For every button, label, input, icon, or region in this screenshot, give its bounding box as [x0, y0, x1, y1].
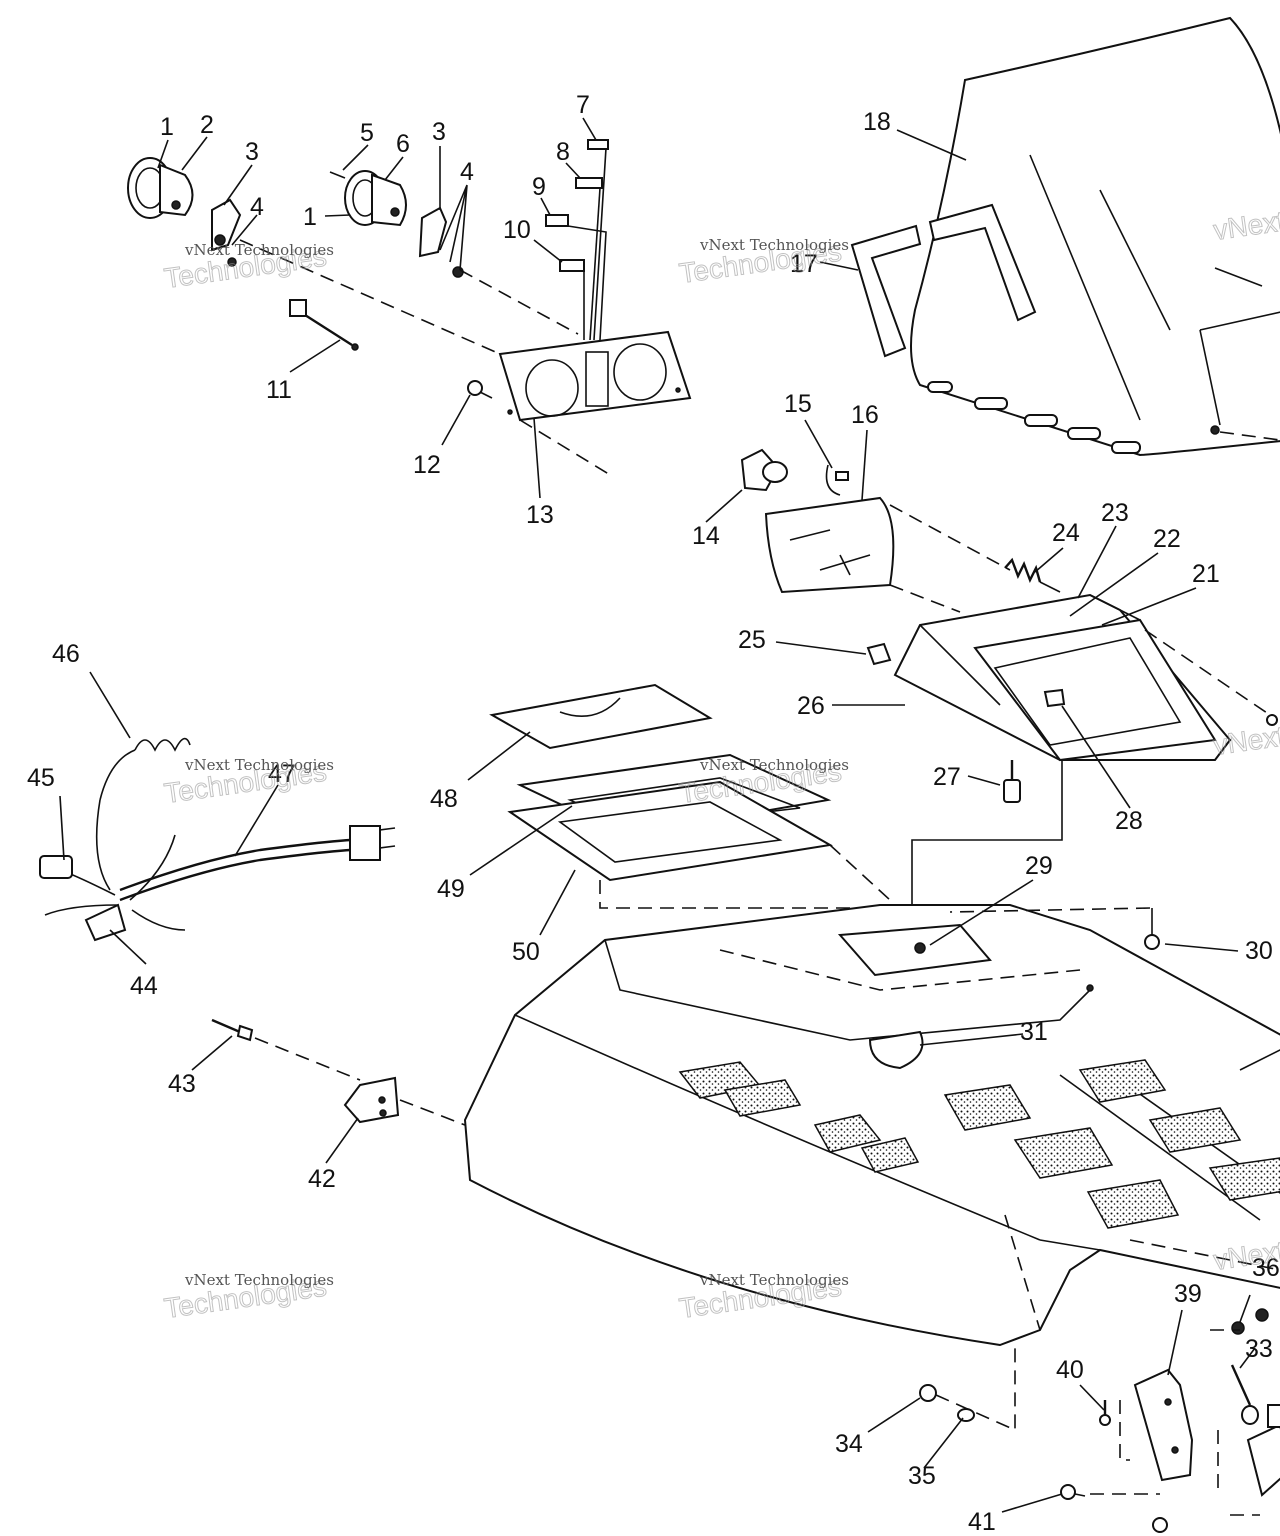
part-label: 2: [200, 111, 214, 139]
part-label: 23: [1101, 499, 1129, 527]
watermark-text: vNext Technologies: [699, 1271, 849, 1289]
part-label: 7: [576, 91, 590, 119]
part-label: 26: [797, 692, 825, 720]
nut-36: [1231, 1308, 1269, 1335]
pad-48: [489, 683, 713, 750]
part-label: 47: [268, 760, 296, 788]
watermark-text: vNext Technologies: [184, 756, 334, 774]
part-label: 8: [556, 138, 570, 166]
part-label: 6: [396, 130, 410, 158]
hood: [463, 904, 1280, 1347]
part-label: 4: [460, 158, 474, 186]
part-label: 27: [933, 763, 961, 791]
part-label: 36: [1252, 1254, 1280, 1282]
screw-12: [467, 380, 493, 399]
watermark: Technologies vNext Technologies: [677, 235, 849, 289]
part-label: 16: [851, 401, 879, 429]
part-label: 25: [738, 626, 766, 654]
part-label: 50: [512, 938, 540, 966]
part-label: 5: [360, 119, 374, 147]
part-label: 28: [1115, 807, 1143, 835]
part-label: 31: [1020, 1018, 1048, 1046]
part-label: 48: [430, 785, 458, 813]
frame-50: [507, 780, 833, 882]
nut-34: [919, 1384, 937, 1402]
headlight-housing: [893, 593, 1232, 762]
part-label: 17: [790, 250, 818, 278]
part-label: 1: [303, 203, 317, 231]
part-label: 21: [1192, 560, 1220, 588]
bulb-14: [740, 448, 788, 492]
part-label: 35: [908, 1462, 936, 1490]
part-label: 29: [1025, 852, 1053, 880]
part-label: 24: [1052, 519, 1080, 547]
watermark-text: vNext Technologies: [184, 241, 334, 259]
part-label: 12: [413, 451, 441, 479]
instrument-panel: [498, 330, 692, 422]
part-label: 10: [503, 216, 531, 244]
part-label: 49: [437, 875, 465, 903]
bracket-42: [343, 1076, 400, 1124]
part-label: 1: [160, 113, 174, 141]
part-label: 42: [308, 1165, 336, 1193]
part-label: 46: [52, 640, 80, 668]
part-label: 22: [1153, 525, 1181, 553]
watermark: Technologies vNext Technologies: [162, 755, 334, 809]
part-label: 3: [432, 118, 446, 146]
watermark-text: vNext Technologies: [699, 756, 849, 774]
part-label: 18: [863, 108, 891, 136]
part-label: 3: [245, 138, 259, 166]
bracket-39: [1133, 1368, 1194, 1482]
latch-33: [1230, 1364, 1280, 1497]
part-label: 13: [526, 501, 554, 529]
indicator-bulbs: [545, 139, 609, 341]
part-label: 44: [130, 972, 158, 1000]
rivet-43: [211, 1018, 254, 1042]
screw-41: [1060, 1484, 1086, 1500]
part-label: 14: [692, 522, 720, 550]
part-label: 41: [968, 1508, 996, 1536]
watermark: Technologies vNext Technologies: [162, 1270, 334, 1324]
sender-11: [289, 299, 359, 351]
part-label: 45: [27, 764, 55, 792]
screw-40: [1099, 1400, 1111, 1426]
right-gauge-assembly: [329, 170, 464, 278]
watermark-text: vNext Technologies: [699, 236, 849, 254]
spring-24: [1004, 557, 1042, 583]
washer-35: [957, 1408, 975, 1422]
part-label: 4: [250, 193, 264, 221]
part-label: 33: [1245, 1335, 1273, 1363]
part-label: 11: [266, 376, 292, 404]
headlight-16: [764, 464, 895, 594]
part-label: 30: [1245, 937, 1273, 965]
watermark-text: vNext Technologies: [184, 1271, 334, 1289]
watermark-corner: vNext: [1211, 720, 1280, 762]
wiring-harness: [39, 737, 396, 942]
part-label: 34: [835, 1430, 863, 1458]
bolt-27: [1003, 760, 1021, 803]
part-label: 43: [168, 1070, 196, 1098]
part-labels: 1 2 3 4 5 6 1 3 4 7 8 9 10 11 12 13 14 1…: [27, 91, 1280, 1536]
windshield: [910, 16, 1280, 457]
left-gauge-assembly: [127, 157, 242, 267]
leader-lines: [59, 117, 1256, 1513]
part-label: 9: [532, 173, 546, 201]
part-label: 39: [1174, 1280, 1202, 1308]
watermark-corner-text: vNext: [1212, 720, 1280, 761]
clip-25: [866, 642, 892, 666]
decal-17: [850, 203, 1037, 358]
watermark: Technologies vNext Technologies: [162, 240, 334, 294]
part-label: 40: [1056, 1356, 1084, 1384]
part-label: 15: [784, 390, 812, 418]
